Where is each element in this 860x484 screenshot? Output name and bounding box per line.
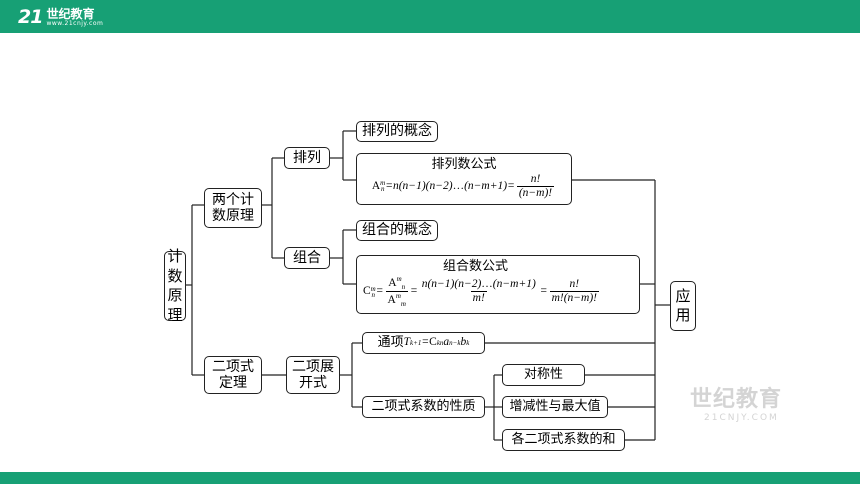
watermark-subtext: 21CNJY.COM: [704, 413, 779, 423]
expansion-line-2: 开式: [299, 375, 327, 391]
watermark-text: 世纪教育: [690, 387, 783, 412]
watermark: 世纪教育 21CNJY.COM: [690, 381, 782, 423]
logo-subtext: www.21cnjy.com: [46, 19, 104, 27]
two-principles-line-2: 数原理: [212, 208, 254, 224]
node-monotonic-maximum: 增减性与最大值: [502, 396, 608, 418]
logo-text: 世纪教育: [46, 6, 95, 21]
root-char-2: 数: [167, 266, 183, 285]
node-two-principles: 两个计 数原理: [204, 188, 262, 228]
node-counting-principles: 计 数 原 理: [164, 247, 186, 324]
node-application: 应 用: [670, 281, 696, 331]
node-combination-concept: 组合的概念: [356, 220, 438, 241]
site-logo: 21 世纪教育 www.21cnjy.com: [18, 4, 103, 30]
general-term-label: 通项: [377, 334, 404, 350]
logo-mark: 21: [18, 6, 43, 28]
two-principles-line-1: 两个计: [212, 191, 254, 208]
application-char-2: 用: [675, 306, 691, 324]
node-coefficient-sum: 各二项式系数的和: [502, 429, 625, 451]
node-symmetry: 对称性: [502, 364, 585, 386]
root-char-3: 原: [167, 286, 183, 304]
header-bar: 21 世纪教育 www.21cnjy.com: [0, 0, 860, 33]
footer-bar: [0, 472, 860, 484]
permutation-formula-title: 排列数公式: [431, 156, 497, 172]
node-combination: 组合: [284, 247, 330, 269]
node-binomial-expansion: 二项展 开式: [286, 356, 340, 394]
node-binomial-theorem: 二项式 定理: [204, 356, 262, 394]
node-coefficient-properties: 二项式系数的性质: [362, 396, 485, 418]
node-permutation-concept: 排列的概念: [356, 121, 438, 142]
root-char-4: 理: [167, 305, 183, 324]
application-char-1: 应: [675, 286, 691, 305]
binomial-line-1: 二项式: [212, 358, 254, 375]
binomial-line-2: 定理: [219, 375, 247, 391]
combination-formula-title: 组合数公式: [443, 259, 509, 275]
root-char-1: 计: [167, 247, 183, 265]
expansion-line-1: 二项展: [292, 358, 334, 375]
node-permutation: 排列: [284, 147, 330, 169]
